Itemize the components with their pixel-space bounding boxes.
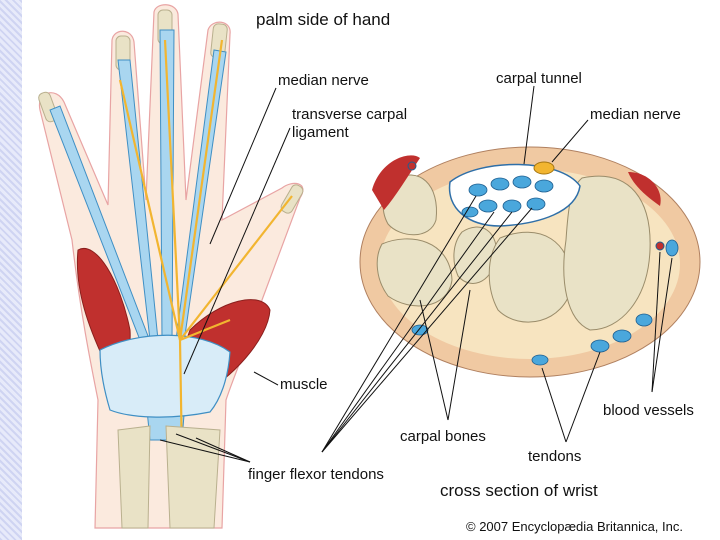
carpal-tunnel-label: carpal tunnel [496, 70, 582, 87]
leader-lines [159, 85, 673, 463]
wrist-tendon-dots [411, 175, 679, 366]
palm-side-title: palm side of hand [256, 10, 391, 29]
decorative-side-stripe [0, 0, 22, 540]
muscle-label: muscle [280, 376, 328, 393]
blood-vessel-dots [407, 161, 665, 251]
copyright-notice: © 2007 Encyclopædia Britannica, Inc. [466, 519, 683, 534]
carpal-bones-label: carpal bones [400, 428, 486, 445]
wrist-muscle-right [628, 172, 661, 206]
forearm-bone-radius [165, 425, 221, 529]
hand-illustration [38, 4, 304, 529]
transverse-carpal-ligament-shape [99, 334, 231, 418]
finger-flexor-tendons-label: finger flexor tendons [248, 466, 384, 483]
forearm-bone-ulna [117, 425, 151, 529]
wrist-median-nerve [533, 161, 555, 175]
wrist-muscle-left [372, 155, 420, 210]
median-nerve-wrist-label: median nerve [590, 106, 681, 123]
cross-section-title: cross section of wrist [440, 481, 598, 500]
wrist-cross-section [359, 146, 701, 378]
tendons-label: tendons [528, 448, 582, 465]
blood-vessels-label: blood vessels [603, 402, 694, 419]
median-nerve-hand-label: median nerve [278, 72, 369, 89]
carpal-bone-shapes [376, 174, 651, 331]
hand-nerves [118, 39, 293, 461]
transverse-carpal-ligament-label: transverse carpal ligament [292, 106, 408, 141]
